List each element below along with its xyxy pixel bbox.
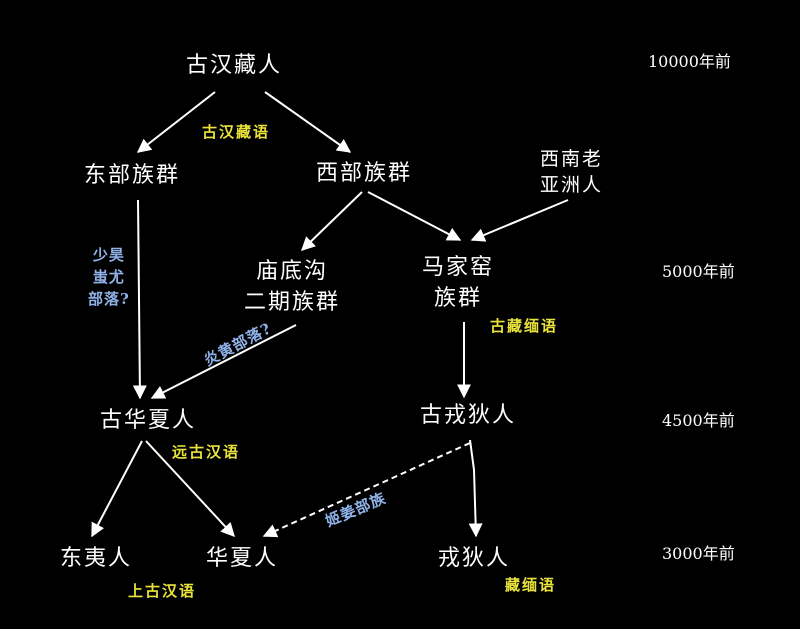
edge-ancient-huaxia-to-dongyi <box>91 440 143 538</box>
node-miaodigou-line1: 庙底沟 <box>256 259 329 284</box>
node-miaodigou: 庙底沟 二期族群 <box>244 256 340 318</box>
lang-proto-sino-tibetan: 古汉藏语 <box>202 123 271 141</box>
node-ancient-rongdi: 古戎狄人 <box>420 403 517 428</box>
tribe-shaohao-chiyou-line3: 部落? <box>88 290 130 308</box>
lang-old-chinese: 上古汉语 <box>128 582 197 600</box>
lang-remote-old-chinese: 远古汉语 <box>172 443 241 461</box>
node-proto-sino-tibetan: 古汉藏人 <box>186 53 283 78</box>
tribe-shaohao-chiyou-line1: 少昊 <box>92 246 125 264</box>
tribe-shaohao-chiyou: 少昊 蚩尤 部落? <box>88 244 130 310</box>
edge-proto-to-western <box>264 91 352 153</box>
node-huaxia: 华夏人 <box>206 546 279 571</box>
edge-rongdi-to-huaxia-dashed <box>262 442 471 538</box>
node-majiayao-line1: 马家窑 <box>422 255 495 280</box>
timeline-label-2: 5000年前 <box>662 262 735 281</box>
node-majiayao-line2: 族群 <box>434 286 483 311</box>
edge-miaodigou-to-ancient-huaxia <box>150 324 297 399</box>
timeline-label-4: 3000年前 <box>662 544 735 563</box>
edge-ancient-rongdi-to-rongdi <box>468 439 483 538</box>
tribe-shaohao-chiyou-line2: 蚩尤 <box>92 268 125 286</box>
node-sw-paleo-asian-line2: 亚洲人 <box>540 174 604 196</box>
edge-sw-paleo-to-majiayao <box>470 199 569 242</box>
lang-tibeto-burman: 藏缅语 <box>505 576 557 594</box>
timeline-label-3: 4500年前 <box>662 411 735 430</box>
node-dongyi: 东夷人 <box>60 546 133 571</box>
edge-western-to-miaodigou <box>300 191 363 251</box>
node-sw-paleo-asian: 西南老 亚洲人 <box>540 146 603 198</box>
node-western-groups: 西部族群 <box>316 161 413 186</box>
lang-proto-tibeto-burman: 古藏缅语 <box>490 317 559 335</box>
node-sw-paleo-asian-line1: 西南老 <box>540 148 604 170</box>
node-eastern-groups: 东部族群 <box>84 163 181 188</box>
node-miaodigou-line2: 二期族群 <box>244 290 341 315</box>
edge-eastern-to-ancient-huaxia <box>132 199 147 400</box>
timeline-label-1: 10000年前 <box>648 52 731 71</box>
node-rongdi: 戎狄人 <box>438 546 511 571</box>
edge-ancient-huaxia-to-huaxia <box>145 440 235 538</box>
node-majiayao: 马家窑 族群 <box>422 252 494 314</box>
node-ancient-huaxia: 古华夏人 <box>100 408 197 433</box>
edge-western-to-majiayao <box>367 191 462 241</box>
edge-proto-to-eastern <box>136 91 216 153</box>
